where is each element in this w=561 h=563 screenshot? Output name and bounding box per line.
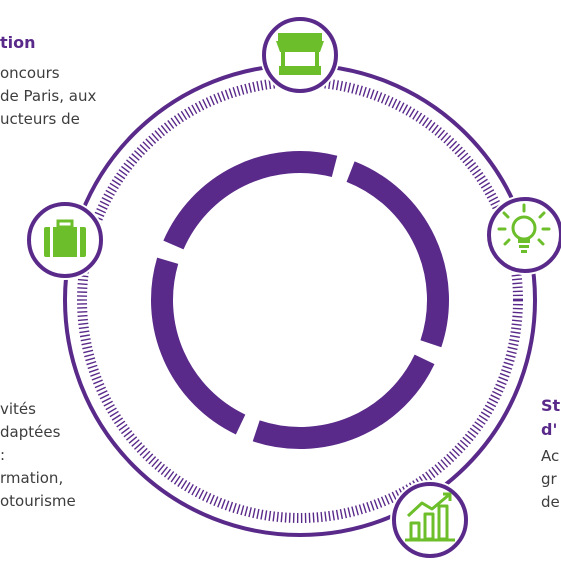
right-line-3: de xyxy=(541,493,560,511)
bottom-left-line-2: daptées xyxy=(0,423,61,441)
inner-ring-segment xyxy=(163,151,338,250)
right-title-line-2: d' xyxy=(541,420,558,439)
outer-ring xyxy=(63,63,537,537)
bottom-left-line-1: vités xyxy=(0,400,36,418)
lightbulb-icon xyxy=(487,197,561,273)
bottom-left-line-3: : xyxy=(0,446,6,464)
top-left-line-1: oncours xyxy=(0,64,60,82)
top-left-line-2: de Paris, aux xyxy=(0,87,97,105)
right-line-2: gr xyxy=(541,470,557,488)
hatched-ring xyxy=(77,77,523,523)
right-title-line-1: St xyxy=(541,396,561,415)
bottom-left-line-5: otourisme xyxy=(0,492,76,510)
inner-ring-segment xyxy=(252,354,435,449)
bottom-left-line-4: rmation, xyxy=(0,469,64,487)
top-left-line-3: ucteurs de xyxy=(0,110,80,128)
market-stall-icon xyxy=(262,17,338,93)
right-line-1: Ac xyxy=(541,447,560,465)
inner-ring xyxy=(151,151,449,449)
briefcase-icon xyxy=(27,202,103,278)
top-left-title: tion xyxy=(0,33,36,52)
growth-chart-icon xyxy=(392,482,468,558)
inner-ring-segment xyxy=(151,257,246,435)
inner-ring-segment xyxy=(346,161,449,348)
